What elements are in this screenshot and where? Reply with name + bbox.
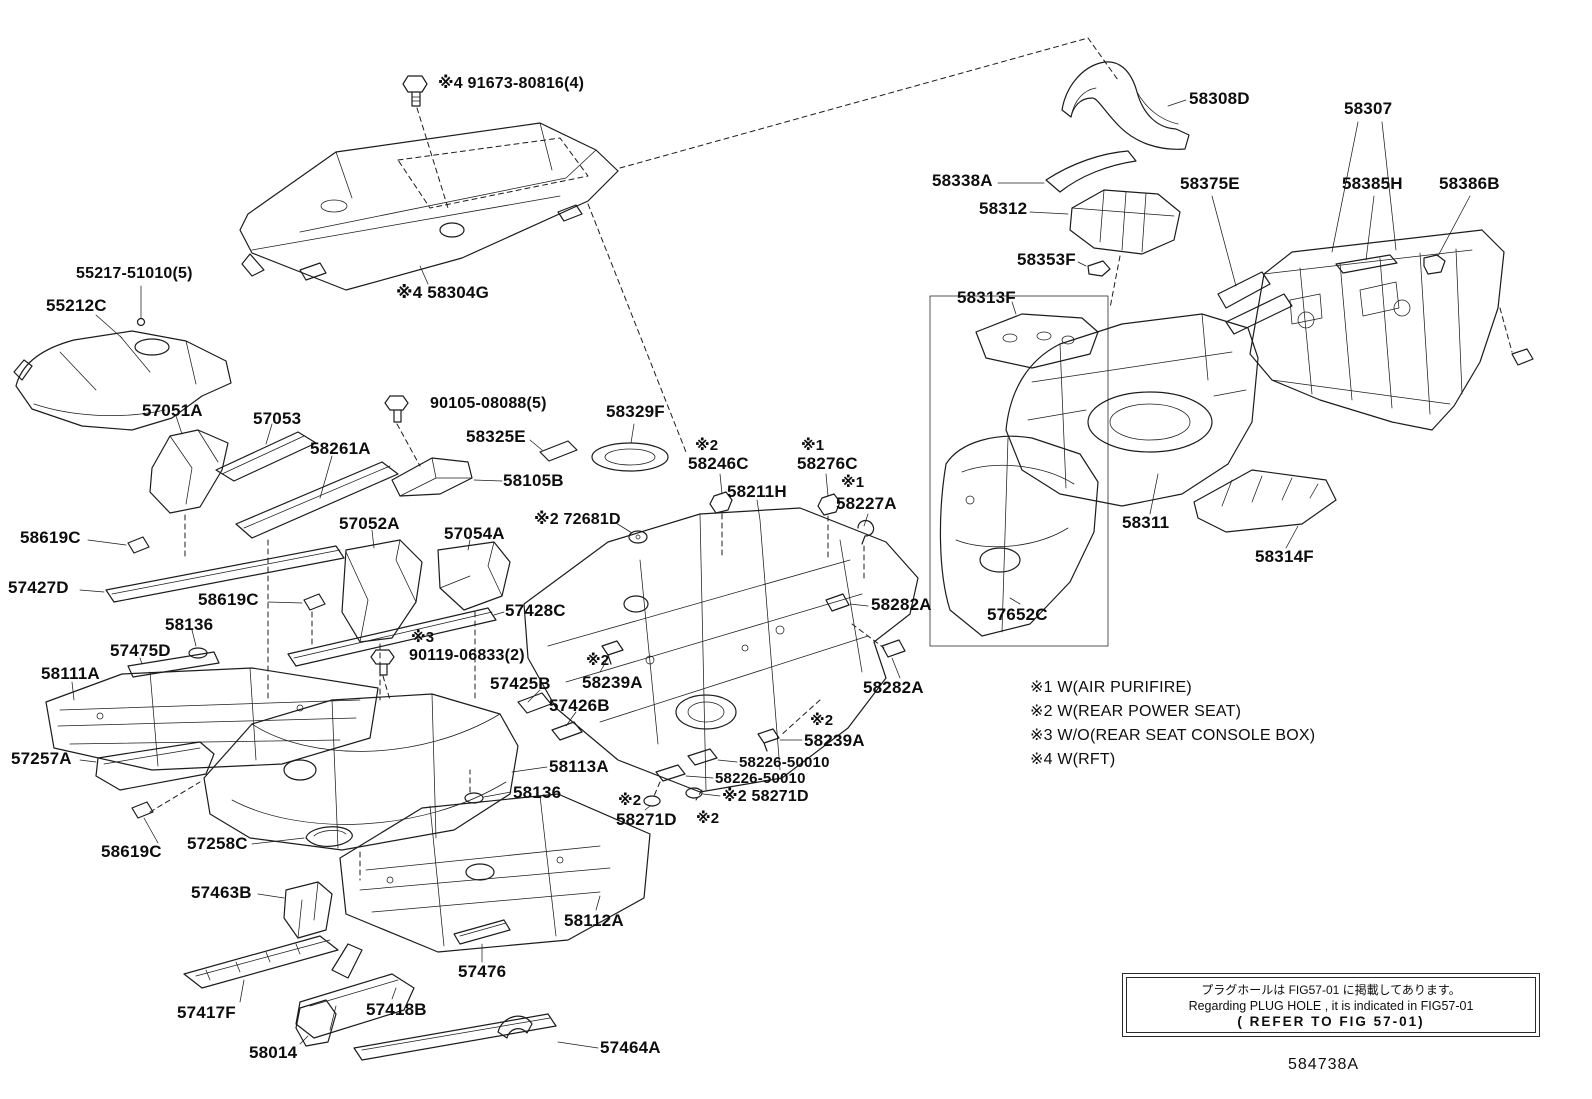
- part-label: 58226-50010: [715, 770, 806, 787]
- part-label: 58311: [1122, 513, 1170, 532]
- part-label: 58276C: [797, 454, 858, 473]
- part-label: 57051A: [142, 401, 203, 420]
- part-label: 58386B: [1439, 174, 1500, 193]
- part-label: 58314F: [1255, 547, 1314, 566]
- part-label: 58308D: [1189, 89, 1250, 108]
- part-label: 58338A: [932, 171, 993, 190]
- part-label: 58239A: [582, 673, 643, 692]
- part-label: ※2: [810, 712, 834, 729]
- part-label: 57418B: [366, 1000, 427, 1019]
- part-label: 57475D: [110, 641, 171, 660]
- note-text-japanese: プラグホールは FIG57-01 に掲載してあります。: [1201, 983, 1461, 997]
- part-label: 58385H: [1342, 174, 1403, 193]
- part-label: 57052A: [339, 514, 400, 533]
- part-label: 58619C: [198, 590, 259, 609]
- part-label: 57417F: [177, 1003, 236, 1022]
- part-label: 58211H: [727, 482, 787, 501]
- part-label: ※4 58304G: [396, 283, 490, 302]
- part-label: ※2 72681D: [534, 511, 621, 528]
- part-label: ※2: [618, 792, 642, 809]
- part-label: 57054A: [444, 524, 505, 543]
- part-label: 58226-50010: [739, 754, 830, 771]
- part-label: ※2: [695, 437, 719, 454]
- part-label: 57476: [458, 962, 507, 981]
- part-label: 57652C: [987, 605, 1048, 624]
- part-label: 58246C: [688, 454, 749, 473]
- part-label: 58136: [165, 615, 214, 634]
- part-label: ※3: [411, 629, 435, 646]
- legend-item: ※4 W(RFT): [1030, 751, 1116, 768]
- part-label: 58105B: [503, 471, 564, 490]
- part-label: 57425B: [490, 674, 551, 693]
- part-label: 90105-08088(5): [430, 395, 547, 412]
- legend: ※1 W(AIR PURIFIRE) ※2 W(REAR POWER SEAT)…: [1030, 676, 1315, 772]
- part-label: 58312: [979, 199, 1028, 218]
- part-label: 58136: [513, 783, 562, 802]
- part-label: ※2: [586, 652, 610, 669]
- part-label: 58619C: [20, 528, 81, 547]
- part-label: 57426B: [549, 696, 610, 715]
- part-label: ※2: [696, 810, 720, 827]
- part-label: 58112A: [564, 911, 624, 930]
- part-label: 57053: [253, 409, 302, 428]
- part-label: 58375E: [1180, 174, 1240, 193]
- note-text-english: Regarding PLUG HOLE , it is indicated in…: [1188, 999, 1474, 1013]
- plug-hole-note-inner: プラグホールは FIG57-01 に掲載してあります。 Regarding PL…: [1126, 977, 1536, 1033]
- plug-hole-note-box: プラグホールは FIG57-01 に掲載してあります。 Regarding PL…: [1122, 973, 1540, 1037]
- part-label: 58239A: [804, 731, 865, 750]
- part-label: 58014: [249, 1043, 298, 1062]
- part-label: ※1: [801, 437, 825, 454]
- part-label: 58329F: [606, 402, 665, 421]
- part-label: 58325E: [466, 427, 526, 446]
- legend-item: ※3 W/O(REAR SEAT CONSOLE BOX): [1030, 727, 1316, 744]
- note-text-refer: ( REFER TO FIG 57-01): [1237, 1014, 1425, 1029]
- part-label: 58111A: [41, 664, 100, 683]
- part-label: 58113A: [549, 757, 609, 776]
- part-label: 58227A: [836, 494, 897, 513]
- part-label: 58313F: [957, 288, 1016, 307]
- legend-item: ※2 W(REAR POWER SEAT): [1030, 703, 1242, 720]
- part-label: ※2 58271D: [722, 788, 809, 805]
- part-label: ※4 91673-80816(4): [438, 75, 585, 92]
- part-label: 58353F: [1017, 250, 1076, 269]
- part-label: 57464A: [600, 1038, 661, 1057]
- part-label: 58307: [1344, 99, 1393, 118]
- part-label: 90119-06833(2): [409, 647, 525, 664]
- part-label: 58282A: [871, 595, 932, 614]
- figure-code: 584738A: [1288, 1056, 1360, 1073]
- part-label: 58261A: [310, 439, 371, 458]
- part-label: 57463B: [191, 883, 252, 902]
- part-label: 58619C: [101, 842, 162, 861]
- part-label: 57427D: [8, 578, 69, 597]
- part-label: 55212C: [46, 296, 107, 315]
- part-label: 57428C: [505, 601, 566, 620]
- part-label: 55217-51010(5): [76, 265, 193, 282]
- part-label: 58282A: [863, 678, 924, 697]
- part-label: 57257A: [11, 749, 72, 768]
- part-label: ※1: [841, 474, 865, 491]
- legend-item: ※1 W(AIR PURIFIRE): [1030, 679, 1192, 696]
- part-label: 57258C: [187, 834, 248, 853]
- part-label: 58271D: [616, 810, 677, 829]
